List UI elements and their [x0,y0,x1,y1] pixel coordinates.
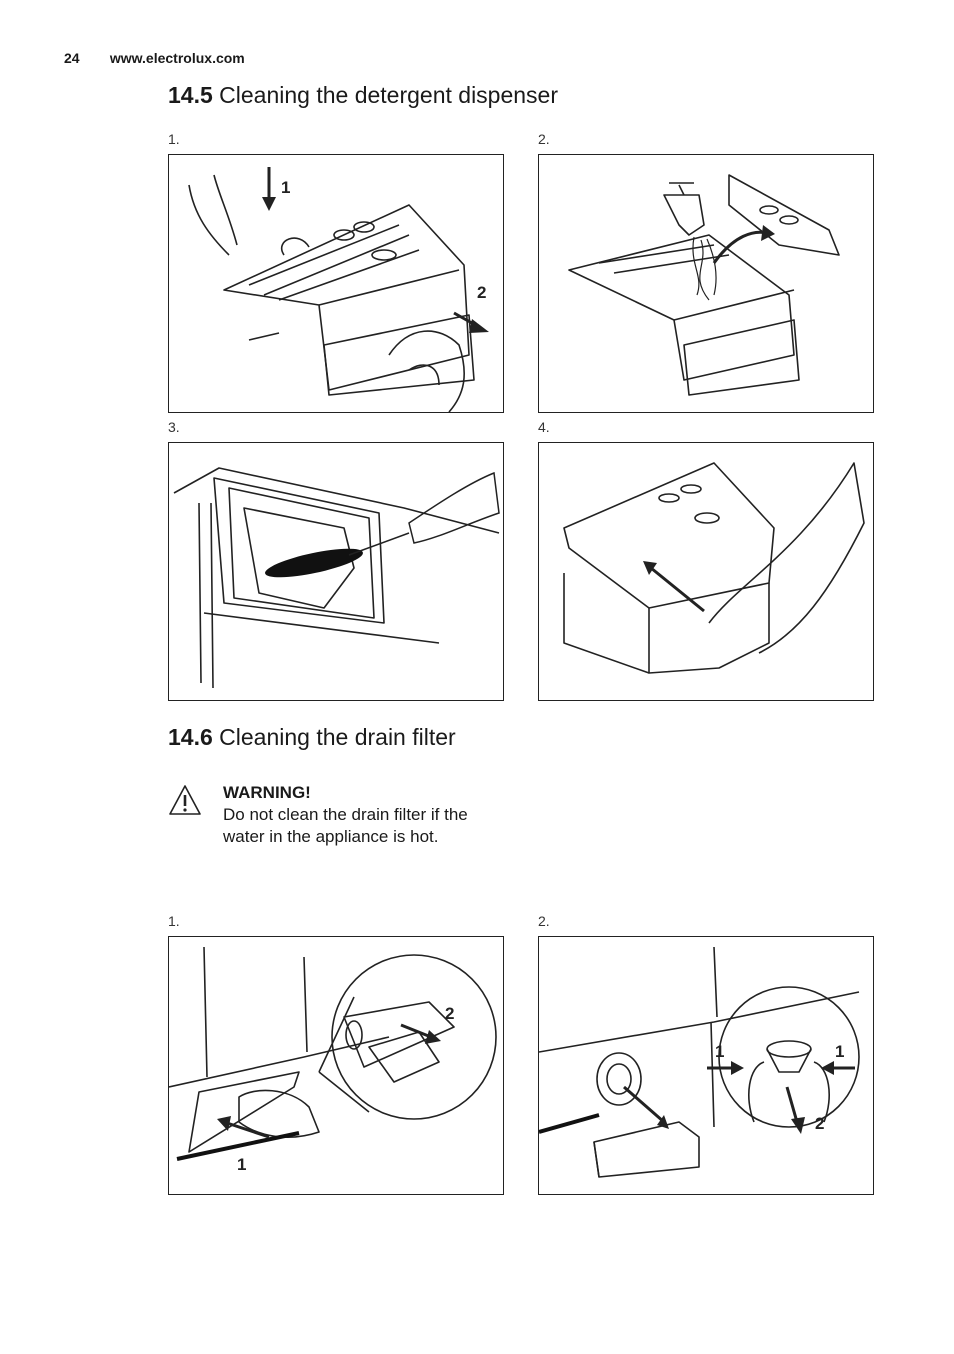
section-title-dispenser: 14.5 Cleaning the detergent dispenser [168,82,558,109]
step-label-2: 2. [538,131,550,147]
section-heading: Cleaning the drain filter [219,724,456,750]
illustration-open-filter-flap: 1 2 [168,936,504,1195]
illustration-remove-dispenser: 1 2 [168,154,504,413]
warning-title: WARNING! [223,783,311,802]
illustration-remove-filter: 1 1 2 [538,936,874,1195]
section-title-drain-filter: 14.6 Cleaning the drain filter [168,724,456,751]
callout-grip-right: 1 [835,1042,844,1061]
page-header: 24 www.electrolux.com [64,50,245,66]
section-heading: Cleaning the detergent dispenser [219,82,559,108]
warning-triangle-icon [168,784,202,821]
callout-lift-flap: 2 [445,1004,454,1023]
step-label-1: 1. [168,131,180,147]
filter-step-label-2: 2. [538,913,550,929]
step-label-4: 4. [538,419,550,435]
callout-pull-out: 2 [815,1114,824,1133]
website-url: www.electrolux.com [109,50,245,66]
callout-open-flap: 1 [237,1155,246,1174]
illustration-reinsert-dispenser [538,442,874,701]
page-number: 24 [64,50,80,66]
illustration-rinse-dispenser [538,154,874,413]
illustration-brush-recess [168,442,504,701]
callout-push: 1 [281,178,290,197]
callout-grip-left: 1 [715,1042,724,1061]
step-label-3: 3. [168,419,180,435]
warning-text: Do not clean the drain filter if the wat… [223,805,468,846]
section-number: 14.6 [168,724,213,750]
callout-pull: 2 [477,283,486,302]
filter-step-label-1: 1. [168,913,180,929]
section-number: 14.5 [168,82,213,108]
